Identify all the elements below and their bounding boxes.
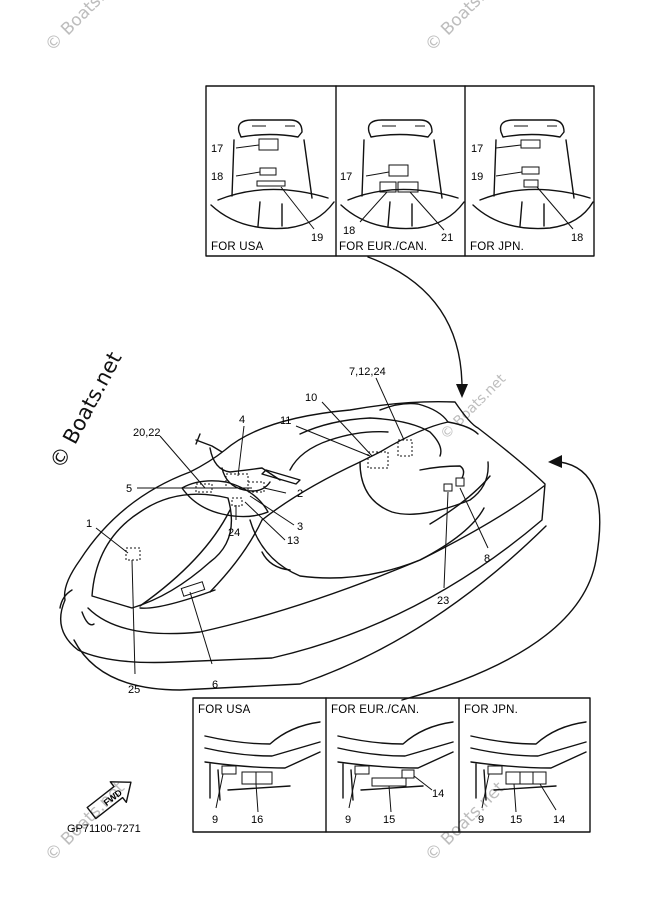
part-code: GP71100-7271 [67, 823, 141, 835]
label-location [180, 581, 206, 597]
callout-label: 11 [280, 415, 291, 427]
callout-label: 10 [305, 392, 317, 404]
callout-label: 24 [228, 527, 240, 539]
label-location [225, 473, 249, 489]
callout-label: 17 [211, 143, 223, 155]
panel-caption: FOR EUR./CAN. [331, 704, 419, 716]
watercraft-illustration: 1 2 3 4 5 6 7,12,24 8 10 11 13 20,22 23 … [59, 366, 547, 696]
watermark-side-text: © Boats.net [45, 348, 126, 472]
callout-label: 20,22 [133, 427, 161, 439]
watermark-text: © Boats.net [438, 371, 510, 443]
top-panel-eur-can: 17 18 21 FOR EUR./CAN. [339, 119, 465, 253]
callout-label: 18 [211, 171, 223, 183]
callout-label: 1 [86, 518, 92, 530]
bottom-inset-panels [192, 697, 591, 833]
label-location [231, 497, 243, 507]
callout-label: 14 [432, 788, 444, 800]
label-location [397, 439, 413, 457]
label-location [443, 483, 453, 492]
panel-caption: FOR JPN. [470, 241, 524, 253]
bottom-panel-frame [192, 697, 591, 833]
label-location [125, 547, 141, 561]
top-connector-arrow [367, 256, 468, 398]
callout-label: 7,12,24 [349, 366, 386, 378]
callout-label: 9 [478, 814, 484, 826]
callout-label: 23 [437, 595, 449, 607]
callout-label: 18 [571, 232, 583, 244]
callout-label: 25 [128, 684, 140, 696]
callout-label: 13 [287, 535, 299, 547]
watermark-group: © Boats.net © Boats.net © Boats.net © Bo… [41, 0, 509, 866]
panel-caption: FOR JPN. [464, 704, 518, 716]
panel-caption: FOR USA [198, 704, 251, 716]
label-location [367, 451, 389, 469]
callout-label: 2 [297, 488, 303, 500]
panel-caption: FOR USA [211, 241, 264, 253]
watermark-text: © Boats.net [41, 0, 129, 56]
callout-label: 17 [471, 143, 483, 155]
label-location [455, 477, 465, 487]
watermark-text: © Boats.net [421, 0, 509, 56]
callout-label: 6 [212, 679, 218, 691]
callout-label: 19 [311, 232, 323, 244]
callout-label: 17 [340, 171, 352, 183]
callout-label: 15 [510, 814, 522, 826]
callout-label: 19 [471, 171, 483, 183]
callout-label: 9 [212, 814, 218, 826]
callout-label: 3 [297, 521, 303, 533]
top-inset-panels [205, 85, 595, 257]
callout-label: 21 [441, 232, 453, 244]
callout-label: 14 [553, 814, 565, 826]
bottom-panel-eur-can: FOR EUR./CAN. 9 15 14 [331, 704, 454, 826]
callout-label: 9 [345, 814, 351, 826]
callout-label: 5 [126, 483, 132, 495]
callout-label: 8 [484, 553, 490, 565]
label-location [247, 481, 265, 493]
callout-label: 4 [239, 414, 245, 426]
bottom-panel-jpn: FOR JPN. 9 15 14 [464, 704, 587, 826]
top-panel-jpn: 17 19 18 FOR JPN. [470, 119, 594, 253]
panel-caption: FOR EUR./CAN. [339, 241, 427, 253]
callout-label: 16 [251, 814, 263, 826]
callout-label: 15 [383, 814, 395, 826]
bottom-panel-usa: FOR USA 9 16 [198, 704, 321, 826]
top-panel-usa: 17 18 19 FOR USA [210, 119, 335, 253]
bottom-connector-arrow [401, 455, 601, 701]
top-panel-frame [205, 85, 595, 257]
callout-label: 18 [343, 225, 355, 237]
